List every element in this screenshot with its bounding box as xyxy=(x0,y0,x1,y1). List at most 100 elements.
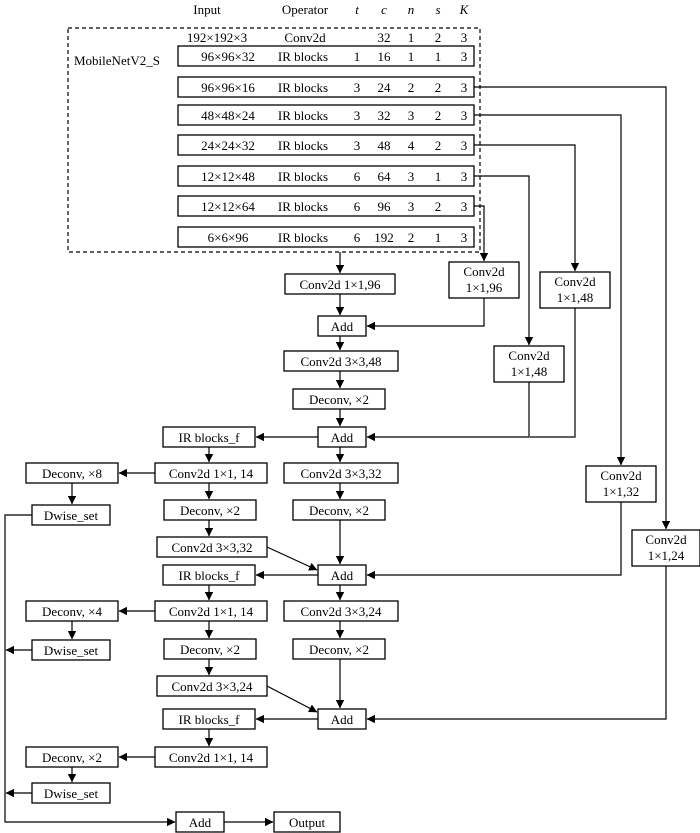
svg-text:Add: Add xyxy=(189,815,212,830)
row-input: 12×12×48 xyxy=(201,169,255,184)
side-conv-48b: Conv2d 1×1,48 xyxy=(493,345,565,383)
backbone-row-2: 96×96×16 IR blocks 3 24 2 2 3 xyxy=(177,76,475,98)
svg-text:1×1,32: 1×1,32 xyxy=(603,484,640,499)
center-deconv-2: Deconv, ×2 xyxy=(292,499,386,521)
row-k: 3 xyxy=(461,199,468,214)
table-header: Input Operator t c n s K xyxy=(193,2,469,17)
row-s: 2 xyxy=(435,80,442,95)
svg-text:Conv2d: Conv2d xyxy=(645,532,687,547)
svg-text:Dwise_set: Dwise_set xyxy=(44,508,99,523)
row-c: 96 xyxy=(378,199,392,214)
row-operator: IR blocks xyxy=(278,199,328,214)
row-n: 3 xyxy=(408,199,415,214)
branch3-conv-1x1: Conv2d 1×1, 14 xyxy=(154,746,268,768)
row-n: 3 xyxy=(408,169,415,184)
row-c: 48 xyxy=(378,138,391,153)
edge xyxy=(474,205,489,262)
center-conv-3x3-48: Conv2d 3×3,48 xyxy=(283,350,399,372)
svg-text:Deconv, ×2: Deconv, ×2 xyxy=(42,750,102,765)
backbone-container xyxy=(67,27,481,253)
svg-text:Output: Output xyxy=(289,815,326,830)
row-input: 96×96×32 xyxy=(201,49,255,64)
branch3-ir-blocks: IR blocks_f xyxy=(162,708,256,730)
row-s: 2 xyxy=(435,30,442,45)
row-c: 32 xyxy=(378,108,391,123)
row-operator: IR blocks xyxy=(278,80,328,95)
row-operator: IR blocks xyxy=(278,108,328,123)
row-input: 48×48×24 xyxy=(201,108,255,123)
svg-text:Conv2d 3×3,24: Conv2d 3×3,24 xyxy=(300,604,382,619)
svg-text:Deconv, ×2: Deconv, ×2 xyxy=(309,642,369,657)
row-input: 96×96×16 xyxy=(201,80,255,95)
row-c: 24 xyxy=(378,80,392,95)
header-k: K xyxy=(459,2,470,17)
svg-text:IR blocks_f: IR blocks_f xyxy=(178,430,240,445)
svg-text:Conv2d 3×3,32: Conv2d 3×3,32 xyxy=(171,540,252,555)
header-input: Input xyxy=(193,2,221,17)
svg-text:Conv2d: Conv2d xyxy=(508,348,550,363)
svg-text:Deconv, ×2: Deconv, ×2 xyxy=(180,503,240,518)
connectors xyxy=(4,86,671,827)
header-c: c xyxy=(381,2,387,17)
backbone-row-0: 192×192×3 Conv2d 32 1 2 3 xyxy=(187,30,467,45)
backbone-boxed-rows: 96×96×32 IR blocks 1 16 1 1 3 96×96×16 IR blocks… xyxy=(177,45,475,248)
row-s: 1 xyxy=(435,169,442,184)
branch3-dwise-set: Dwise_set xyxy=(31,782,111,804)
row-k: 3 xyxy=(461,108,468,123)
center-conv-1x1-96: Conv2d 1×1,96 xyxy=(284,273,396,295)
row-k: 3 xyxy=(461,138,468,153)
svg-text:Conv2d 1×1,96: Conv2d 1×1,96 xyxy=(299,277,381,292)
svg-text:Add: Add xyxy=(331,712,354,727)
center-add-1: Add xyxy=(317,315,367,337)
edge xyxy=(366,298,485,331)
row-n: 2 xyxy=(408,80,415,95)
row-t: 3 xyxy=(354,80,361,95)
branch1-ir-blocks: IR blocks_f xyxy=(162,426,256,448)
row-n: 2 xyxy=(408,230,415,245)
svg-text:Deconv, ×2: Deconv, ×2 xyxy=(309,392,369,407)
row-input: 12×12×64 xyxy=(201,199,255,214)
row-input: 6×6×96 xyxy=(208,230,249,245)
row-c: 16 xyxy=(378,49,392,64)
row-s: 2 xyxy=(435,138,442,153)
row-input: 192×192×3 xyxy=(187,30,247,45)
header-t: t xyxy=(355,2,359,17)
center-conv-3x3-32: Conv2d 3×3,32 xyxy=(283,462,399,484)
row-k: 3 xyxy=(461,49,468,64)
row-n: 1 xyxy=(408,30,415,45)
row-t: 6 xyxy=(354,230,361,245)
side-conv-24: Conv2d 1×1,24 xyxy=(631,529,700,567)
row-s: 1 xyxy=(435,230,442,245)
svg-text:Add: Add xyxy=(331,430,354,445)
branch1-dwise-set: Dwise_set xyxy=(31,504,111,526)
row-s: 1 xyxy=(435,49,442,64)
svg-text:Conv2d 3×3,24: Conv2d 3×3,24 xyxy=(171,679,253,694)
svg-text:Conv2d 1×1, 14: Conv2d 1×1, 14 xyxy=(169,604,254,619)
branch2-deconv-up: Deconv, ×4 xyxy=(25,600,119,622)
row-k: 3 xyxy=(461,80,468,95)
edge xyxy=(530,308,576,438)
row-c: 64 xyxy=(378,169,392,184)
row-t: 6 xyxy=(354,169,361,184)
edge xyxy=(474,144,580,272)
row-s: 2 xyxy=(435,199,442,214)
branch2-ir-blocks: IR blocks_f xyxy=(162,564,256,586)
branch1-conv-1x1: Conv2d 1×1, 14 xyxy=(154,462,268,484)
svg-text:IR blocks_f: IR blocks_f xyxy=(178,712,240,727)
branch1-deconv: Deconv, ×2 xyxy=(163,499,257,521)
svg-text:Conv2d 3×3,48: Conv2d 3×3,48 xyxy=(300,354,381,369)
svg-text:Conv2d 3×3,32: Conv2d 3×3,32 xyxy=(300,466,381,481)
svg-text:1×1,24: 1×1,24 xyxy=(648,548,685,563)
row-n: 4 xyxy=(408,138,415,153)
edge xyxy=(266,685,318,713)
edge xyxy=(474,175,534,346)
edge xyxy=(474,114,626,466)
svg-text:Conv2d: Conv2d xyxy=(463,264,505,279)
row-input: 24×24×32 xyxy=(201,138,255,153)
svg-text:Conv2d 1×1, 14: Conv2d 1×1, 14 xyxy=(169,466,254,481)
